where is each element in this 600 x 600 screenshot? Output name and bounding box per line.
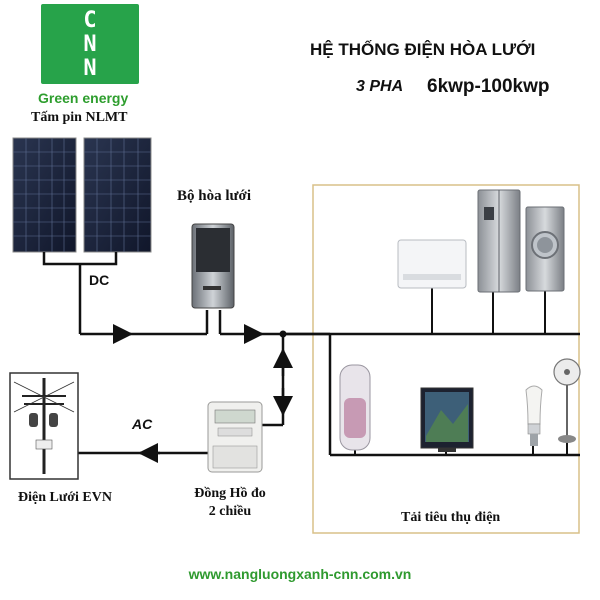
logo-letter-c: C xyxy=(83,8,97,33)
meter-label-line2: 2 chiều xyxy=(208,504,252,519)
loads-frame xyxy=(312,184,580,534)
logo-tagline: Green energy xyxy=(38,90,129,106)
loads-label: Tải tiêu thụ điện xyxy=(401,510,501,525)
solar-panels-label: Tấm pin NLMT xyxy=(31,110,128,125)
inverter-label: Bộ hòa lưới xyxy=(177,188,251,204)
phase-label: 3 PHA xyxy=(356,78,404,95)
water-heater-icon xyxy=(339,364,371,451)
television-icon xyxy=(420,387,474,452)
air-conditioner-icon xyxy=(397,239,467,289)
diagram-title: HỆ THỐNG ĐIỆN HÒA LƯỚI xyxy=(310,40,536,59)
website-url: www.nangluongxanh-cnn.com.vn xyxy=(188,566,412,582)
inverter-icon xyxy=(191,223,235,309)
fan-icon xyxy=(553,358,581,443)
energy-meter-icon xyxy=(207,401,263,473)
refrigerator-icon xyxy=(477,189,521,293)
logo-letter-n1: N xyxy=(83,32,97,57)
meter-label-line1: Đồng Hồ đo xyxy=(194,486,266,501)
logo-letter-n2: N xyxy=(83,56,97,81)
light-bulb-icon xyxy=(525,385,543,446)
ac-label: AC xyxy=(132,416,153,432)
washing-machine-icon xyxy=(525,206,565,292)
cnn-logo: C N N xyxy=(41,4,139,84)
dc-label: DC xyxy=(89,272,110,288)
utility-pole-icon xyxy=(9,372,79,480)
power-range-label: 6kwp-100kwp xyxy=(427,76,550,97)
grid-label: Điện Lưới EVN xyxy=(18,490,112,505)
solar-panel-icon xyxy=(12,137,152,253)
